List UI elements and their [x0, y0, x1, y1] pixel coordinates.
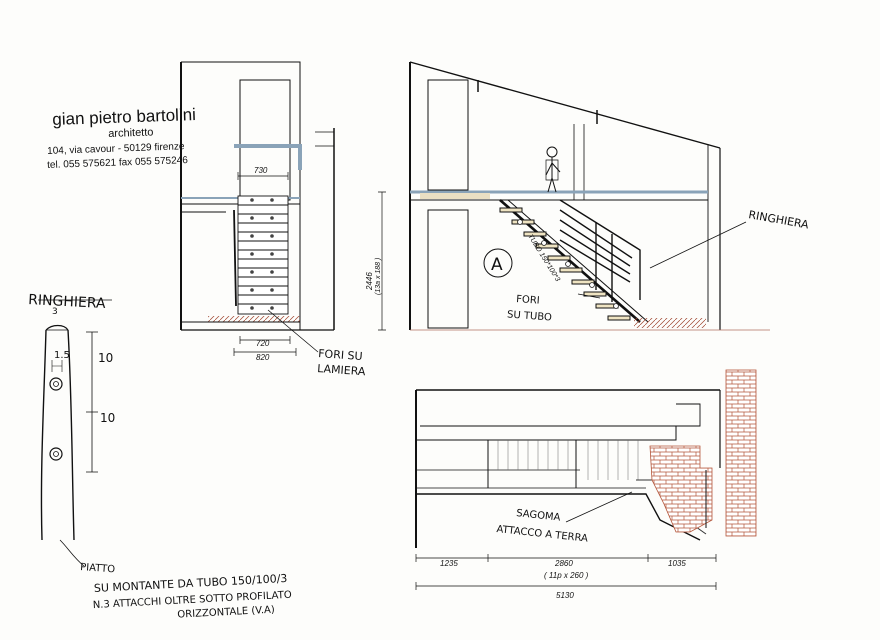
- dim-1-5: 1.5: [54, 350, 70, 361]
- dim-5130: 5130: [556, 591, 574, 600]
- dim-2446-sub: (13a x 188 ): [375, 258, 382, 295]
- stair-treads-front: [233, 195, 289, 315]
- plan-view: [415, 369, 757, 590]
- note-fori-su-lamiera: FORI SULAMIERA: [317, 347, 368, 378]
- dim-1235: 1235: [440, 559, 458, 568]
- section-marker-a: A: [491, 255, 503, 275]
- stair-treads-side: [499, 207, 631, 321]
- note-sagoma: SAGOMAATTACCO A TERRA: [496, 506, 590, 544]
- dim-730: 730: [254, 166, 268, 175]
- dim-2446: 2446: [365, 272, 374, 291]
- dim-11p: ( 11p x 260 ): [544, 571, 589, 580]
- dim-720: 720: [256, 339, 270, 348]
- dim-1035: 1035: [668, 559, 686, 568]
- railing: [559, 199, 641, 302]
- left-section: [180, 61, 335, 356]
- tube-holes: [517, 219, 619, 309]
- note-ringhiera-a: RINGHIERA: [747, 208, 810, 231]
- railing-detail: [38, 299, 112, 567]
- dim-2860: 2860: [554, 559, 573, 568]
- dim-820: 820: [256, 353, 270, 362]
- scale-figure: [545, 146, 561, 193]
- section-a: [378, 61, 770, 331]
- footer-note-line3: ORIZZONTALE (V.A): [177, 605, 275, 621]
- note-fori-su-tubo: FORISU TUBO: [507, 293, 554, 323]
- dim-10-b: 10: [100, 411, 115, 425]
- detail-scale: 3: [52, 307, 58, 317]
- dim-10-a: 10: [98, 351, 113, 365]
- detail-title: RINGHIERA: [28, 292, 107, 312]
- tread-holes: [250, 198, 274, 310]
- detail-base-label: PIATTO: [80, 562, 116, 575]
